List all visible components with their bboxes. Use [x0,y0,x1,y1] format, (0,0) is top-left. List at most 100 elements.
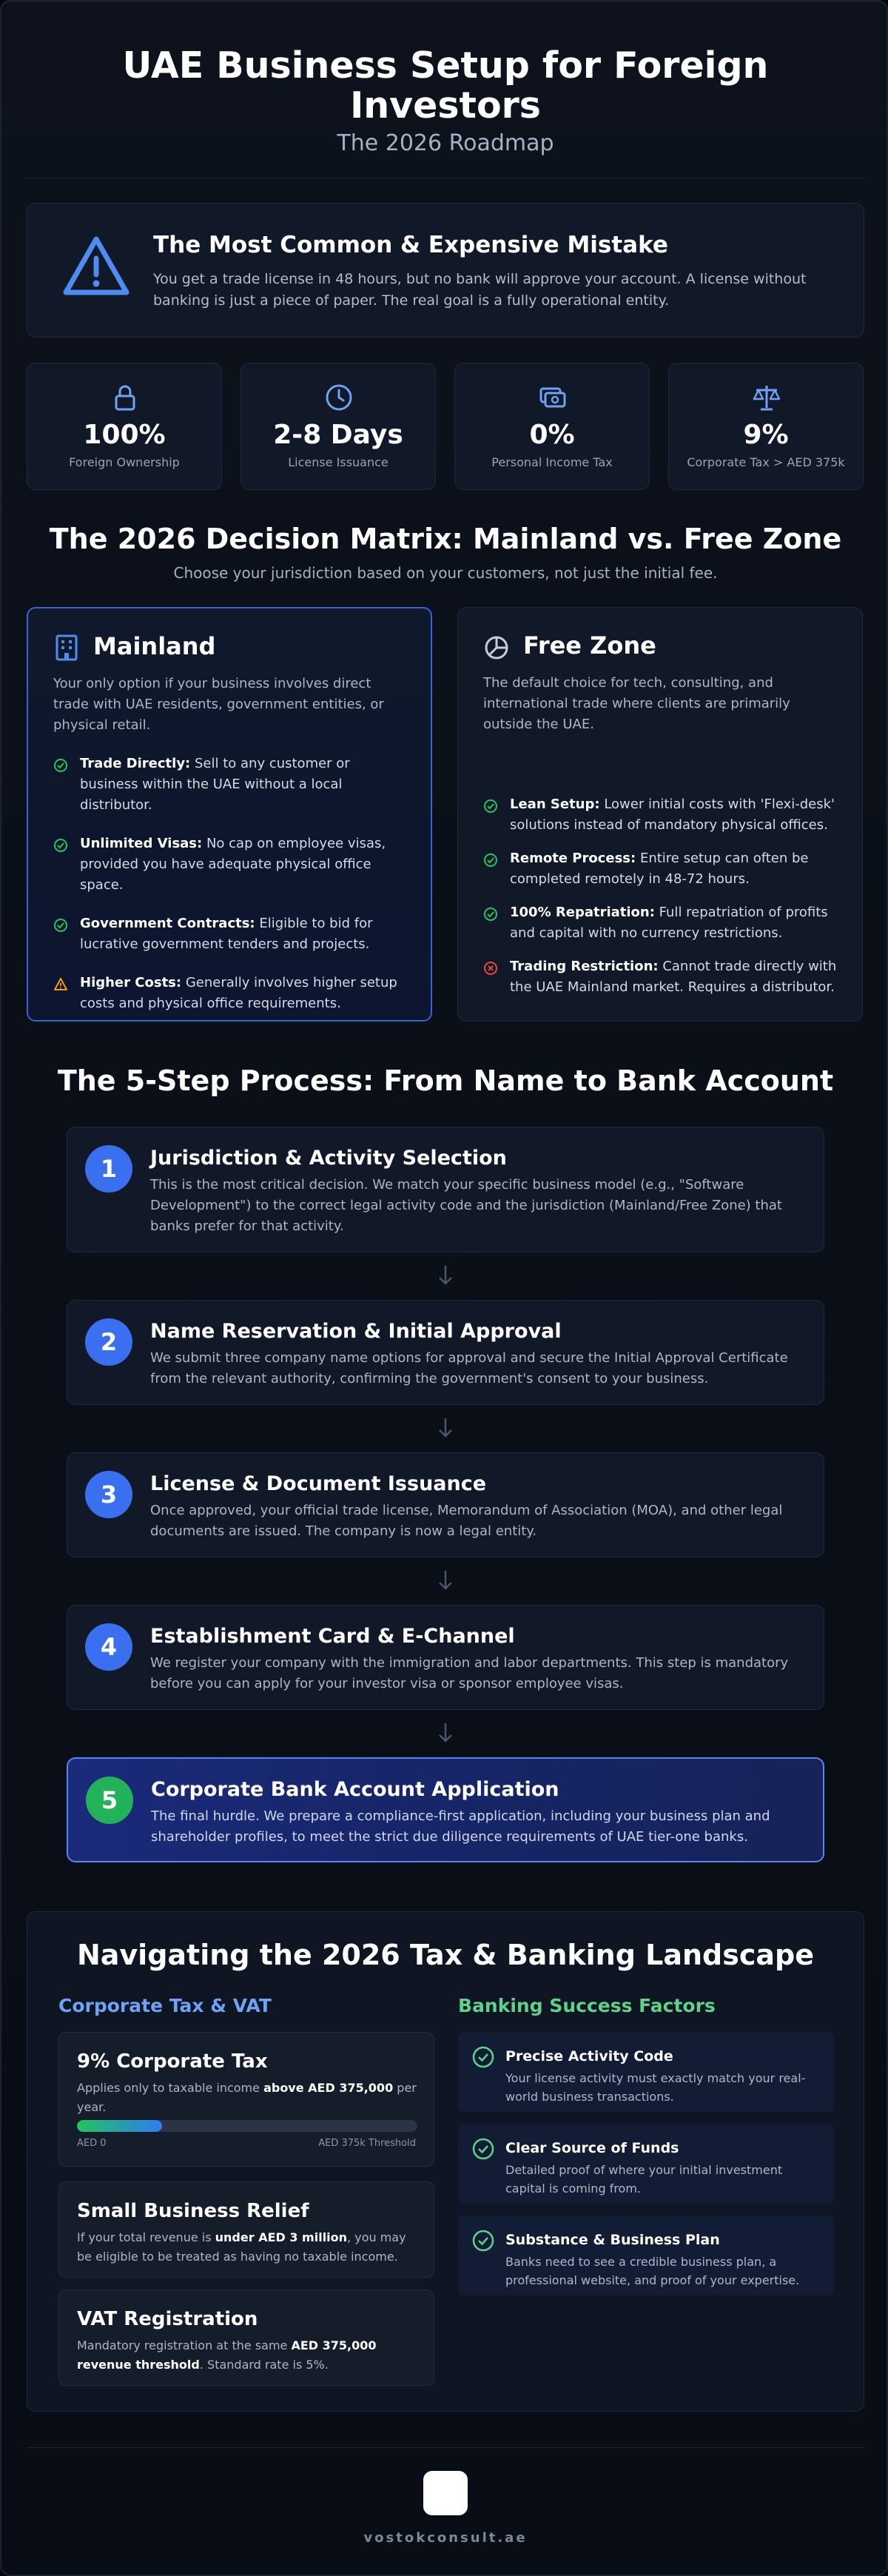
card-text-post: per year. [77,2081,417,2114]
banking-factor-card: Substance & Business Plan Banks need to … [458,2216,834,2295]
footer-logo[interactable] [423,2471,468,2515]
step-title: License & Document Issuance [150,1472,487,1495]
list-item: 100% Repatriation: Full repatriation of … [483,902,838,944]
banking-factor-text: Your license activity must exactly match… [505,2071,806,2104]
scale-icon [753,386,781,411]
item-text: Lower initial costs with 'Flexi-desk' so… [510,796,835,833]
item-bold: Higher Costs: [80,975,182,990]
freezone-card: Free Zone The default choice for tech, c… [457,607,863,1022]
banking-factor-card: Clear Source of Funds Detailed proof of … [458,2124,834,2204]
stat-value: 100% [83,420,166,450]
list-item: Unlimited Visas: No cap on employee visa… [53,833,408,896]
header: UAE Business Setup for Foreign Investors… [27,44,864,157]
arrow-down-icon [439,1266,452,1285]
item-bold: Unlimited Visas: [80,836,203,851]
bar-end-label: AED 375k Threshold [318,2138,416,2149]
card-title: 9% Corporate Tax [77,2050,268,2073]
page-subtitle: The 2026 Roadmap [337,130,554,156]
item-bold: Lean Setup: [510,796,600,812]
page-title: UAE Business Setup for Foreign Investors [122,44,769,127]
arrow-down-icon [439,1418,452,1438]
tax-banking-section: Navigating the 2026 Tax & Banking Landsc… [27,1911,864,2412]
item-bold: 100% Repatriation: [510,905,655,920]
item-text: Eligible to bid for lucrative government… [80,916,373,952]
step-title: Corporate Bank Account Application [151,1778,559,1801]
matrix-subtitle: Choose your jurisdiction based on your c… [173,564,718,582]
card-text-pre: Applies only to taxable income [77,2081,264,2095]
divider [27,2447,864,2448]
stat-label: Personal Income Tax [491,455,613,469]
freezone-title: Free Zone [523,631,656,660]
stat-value: 9% [743,420,789,450]
step-title: Establishment Card & E-Channel [150,1625,515,1648]
banking-factor-title: Precise Activity Code [505,2048,673,2065]
card-text-post: , you may be eligible to be treated as h… [77,2230,406,2264]
list-item: Lean Setup: Lower initial costs with 'Fl… [483,794,838,836]
list-item: Higher Costs: Generally involves higher … [53,973,408,1014]
banking-factor-title: Clear Source of Funds [505,2140,679,2156]
warning-triangle-icon [63,236,130,295]
clock-icon [326,384,352,411]
item-text: Cannot trade directly with the UAE Mainl… [510,959,837,995]
step-card-final: 5 Corporate Bank Account Application The… [67,1757,824,1862]
banking-factor-title: Substance & Business Plan [505,2232,720,2248]
bar-start-label: AED 0 [77,2138,107,2149]
card-text-bold: above AED 375,000 [263,2081,394,2095]
mainland-desc: Your only option if your business involv… [53,676,384,733]
warning-icon [54,978,67,990]
card-text-pre: Mandatory registration at the same [77,2338,292,2352]
card-title: VAT Registration [77,2308,258,2330]
threshold-bar-fill [77,2120,162,2132]
mainland-card: Mainland Your only option if your busine… [27,607,432,1022]
item-text: Generally involves higher setup costs an… [80,975,397,1011]
card-title: Small Business Relief [77,2200,309,2222]
card-text-post: . Standard rate is 5%. [199,2358,329,2372]
card-text-pre: If your total revenue is [77,2230,215,2244]
freezone-list: Lean Setup: Lower initial costs with 'Fl… [483,794,838,1010]
footer-site-link[interactable]: vostokconsult.ae [363,2530,528,2546]
step-number: 1 [85,1145,132,1193]
mainland-title: Mainland [93,632,216,660]
step-card: 4 Establishment Card & E-Channel We regi… [67,1605,824,1710]
threshold-bar [77,2120,417,2132]
card-text: If your total revenue is under AED 3 mil… [77,2228,417,2267]
matrix-title: The 2026 Decision Matrix: Mainland vs. F… [49,523,842,555]
item-bold: Trading Restriction: [510,959,659,974]
mistake-text: You get a trade license in 48 hours, but… [153,271,807,309]
money-icon [539,387,566,408]
tax-right-heading: Banking Success Factors [458,1995,716,2016]
list-item: Government Contracts: Eligible to bid fo… [53,913,408,955]
item-text: Entire setup can often be completed remo… [510,851,809,887]
vat-registration-card: VAT Registration Mandatory registration … [58,2290,434,2386]
step-title: Jurisdiction & Activity Selection [150,1147,507,1170]
step-number: 5 [86,1777,133,1824]
stat-card-ownership: 100% Foreign Ownership [27,363,222,490]
step-number: 2 [85,1318,132,1366]
check-circle-icon [472,2138,494,2160]
lock-icon [115,385,135,411]
pie-chart-icon [485,636,508,660]
check-icon [54,919,67,932]
card-text: Mandatory registration at the same AED 3… [77,2336,417,2375]
building-icon [56,634,78,661]
check-icon [484,799,497,813]
stat-card-corporate-tax: 9% Corporate Tax > AED 375k [668,363,864,490]
item-bold: Government Contracts: [80,916,255,931]
freezone-desc: The default choice for tech, consulting,… [483,675,790,732]
check-icon [54,759,67,772]
small-business-relief-card: Small Business Relief If your total reve… [58,2181,434,2278]
step-text: The final hurdle. We prepare a complianc… [151,1808,770,1845]
step-number: 3 [85,1471,132,1518]
check-icon [54,839,67,852]
step-card: 2 Name Reservation & Initial Approval We… [67,1300,824,1405]
check-icon [484,908,497,921]
check-circle-icon [472,2230,494,2252]
step-text: Once approved, your official trade licen… [150,1503,783,1539]
tax-title: Navigating the 2026 Tax & Banking Landsc… [76,1939,815,1971]
cross-icon [484,962,497,975]
stat-card-license: 2-8 Days License Issuance [240,363,436,490]
banking-factor-card: Precise Activity Code Your license activ… [458,2032,834,2112]
arrow-down-icon [439,1723,452,1743]
corporate-tax-card: 9% Corporate Tax Applies only to taxable… [58,2032,434,2167]
